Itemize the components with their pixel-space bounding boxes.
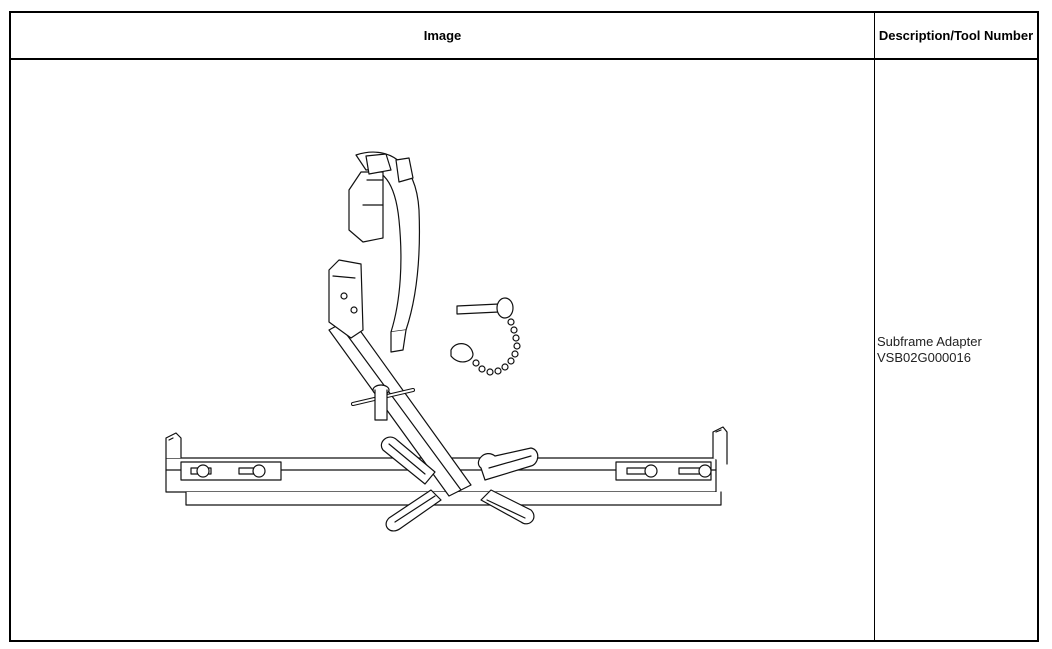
crossbar bbox=[165, 426, 728, 506]
tool-number: VSB02G000016 bbox=[877, 350, 971, 365]
table-header-row: Image Description/Tool Number bbox=[11, 13, 1037, 60]
upright-bracket bbox=[328, 259, 364, 339]
t-handle-screw bbox=[351, 384, 415, 421]
description-cell: Subframe Adapter VSB02G000016 bbox=[875, 60, 1037, 640]
pin-with-chain bbox=[450, 297, 521, 376]
table-row: Subframe Adapter VSB02G000016 bbox=[11, 60, 1037, 640]
saddle-cradle bbox=[348, 151, 421, 353]
image-cell bbox=[11, 60, 874, 640]
header-description: Description/Tool Number bbox=[878, 28, 1034, 43]
subframe-adapter-drawing bbox=[165, 151, 728, 532]
column-divider bbox=[874, 13, 875, 640]
tool-description: Subframe Adapter bbox=[877, 334, 982, 349]
header-image: Image bbox=[423, 28, 462, 43]
slotted-legs bbox=[380, 436, 539, 532]
tool-table: Image Description/Tool Number bbox=[9, 11, 1039, 642]
